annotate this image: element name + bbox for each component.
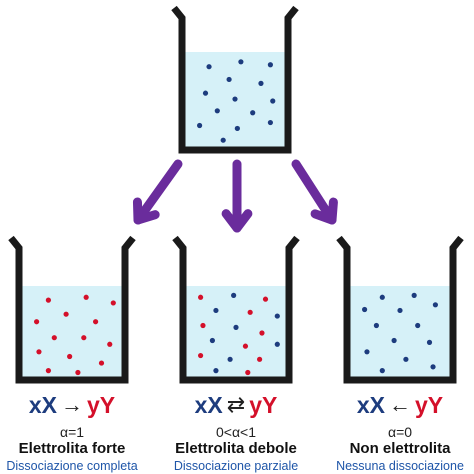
particle [198, 352, 204, 359]
sublabel-weak: Dissociazione parziale [173, 459, 299, 473]
arrow-head-icon [221, 209, 253, 233]
particle [107, 341, 113, 347]
beaker-strong-electrolyte [8, 235, 136, 384]
beaker-weak-electrolyte [172, 235, 300, 384]
top-beaker [171, 5, 299, 154]
particle [226, 76, 232, 83]
product-label: yY [249, 391, 278, 418]
particle [364, 349, 370, 355]
forward-arrow-icon: → [61, 392, 83, 417]
equation-strong: xX → yY [8, 390, 136, 420]
particle [247, 309, 253, 315]
particle [234, 125, 240, 132]
backward-arrow-icon: ← [389, 392, 411, 417]
sublabel-strong: Dissociazione completa [6, 459, 138, 473]
particle [258, 80, 264, 86]
particle [197, 122, 203, 129]
water [19, 286, 125, 380]
name-weak: Elettrolita debole [175, 440, 297, 457]
beaker-non-electrolyte [336, 235, 464, 384]
particle [379, 294, 385, 300]
particle [373, 322, 379, 329]
particle [209, 337, 215, 344]
product-label: yY [415, 391, 444, 418]
particle [213, 368, 219, 374]
particle [267, 62, 273, 68]
particle [267, 119, 273, 126]
particle [63, 311, 69, 317]
arrow-shaft [291, 159, 337, 225]
particle [67, 353, 73, 360]
particle [403, 356, 409, 362]
particle [81, 335, 87, 341]
particle [257, 356, 263, 362]
particle [83, 294, 89, 300]
particle [233, 324, 239, 330]
reactant-label: xX [356, 391, 385, 418]
particle [51, 335, 57, 341]
name-non: Non elettrolita [349, 440, 451, 457]
particle [242, 343, 249, 349]
beaker-outline [8, 235, 136, 384]
particle [397, 307, 403, 314]
particle [430, 364, 436, 370]
product-label: yY [87, 391, 116, 418]
particle [198, 294, 204, 300]
arrow-head-icon [132, 197, 160, 225]
particle [411, 292, 417, 298]
particle [34, 319, 40, 325]
particle [202, 90, 209, 96]
particle [227, 356, 233, 362]
equation-weak: xX ⇄ yY [172, 390, 300, 420]
particle [379, 368, 385, 374]
beaker-outline [171, 5, 299, 154]
particle [200, 322, 206, 329]
particle [238, 59, 244, 65]
particle [232, 96, 238, 102]
water [347, 286, 453, 380]
sublabel-non: Nessuna dissociazione [336, 459, 464, 473]
particle [214, 108, 220, 114]
particle [45, 297, 52, 303]
particle [362, 306, 368, 313]
particle [426, 339, 433, 345]
particle [220, 137, 226, 143]
reactant-label: xX [194, 391, 223, 418]
alpha-non: α=0 [387, 424, 413, 440]
particle [206, 64, 212, 70]
particle [391, 337, 397, 344]
beaker-outline [336, 235, 464, 384]
particle [270, 98, 276, 104]
particle [274, 313, 280, 319]
particle [75, 369, 81, 376]
particle [245, 369, 251, 376]
particle [274, 341, 280, 347]
equation-non: xX ← yY [336, 390, 464, 420]
alpha-weak: 0<α<1 [215, 424, 257, 440]
particle [432, 302, 438, 308]
equilibrium-arrow-icon: ⇄ [226, 392, 246, 417]
reactant-label: xX [28, 391, 57, 418]
particle [93, 319, 99, 325]
particle [250, 110, 256, 116]
particle [262, 296, 269, 302]
beaker-outline [172, 235, 300, 384]
particle [231, 292, 237, 298]
particle [213, 307, 219, 314]
arrow-shaft [133, 159, 183, 225]
arrow-head-icon [310, 197, 338, 225]
particle [45, 368, 52, 374]
particle [110, 300, 116, 306]
alpha-strong: α=1 [59, 424, 85, 440]
particle [259, 330, 265, 336]
particle [36, 349, 42, 355]
name-strong: Elettrolita forte [18, 440, 126, 457]
particle [415, 322, 421, 329]
water [183, 286, 289, 380]
particle [98, 360, 105, 366]
arrows [132, 159, 338, 233]
